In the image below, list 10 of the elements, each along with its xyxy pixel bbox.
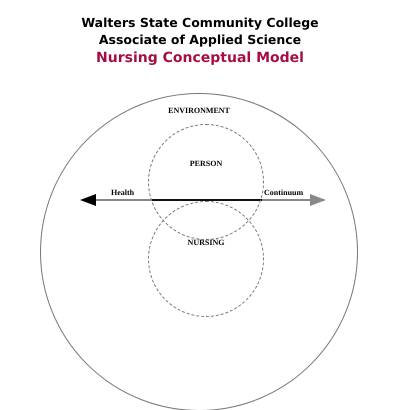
axis-label: Health	[111, 188, 134, 197]
circle-label: NURSING	[186, 238, 226, 247]
circle-label: ENVIRONMENT	[167, 106, 231, 115]
environment-circle	[40, 93, 358, 410]
title-text: Walters State Community College Associate of Applied Science	[80, 14, 320, 48]
nursing-circle	[148, 201, 264, 317]
person-circle	[148, 124, 264, 240]
circle-label: PERSON	[188, 159, 224, 168]
caption-text: Nursing Conceptual Model	[95, 50, 305, 66]
axis-label: Continuum	[264, 188, 304, 197]
